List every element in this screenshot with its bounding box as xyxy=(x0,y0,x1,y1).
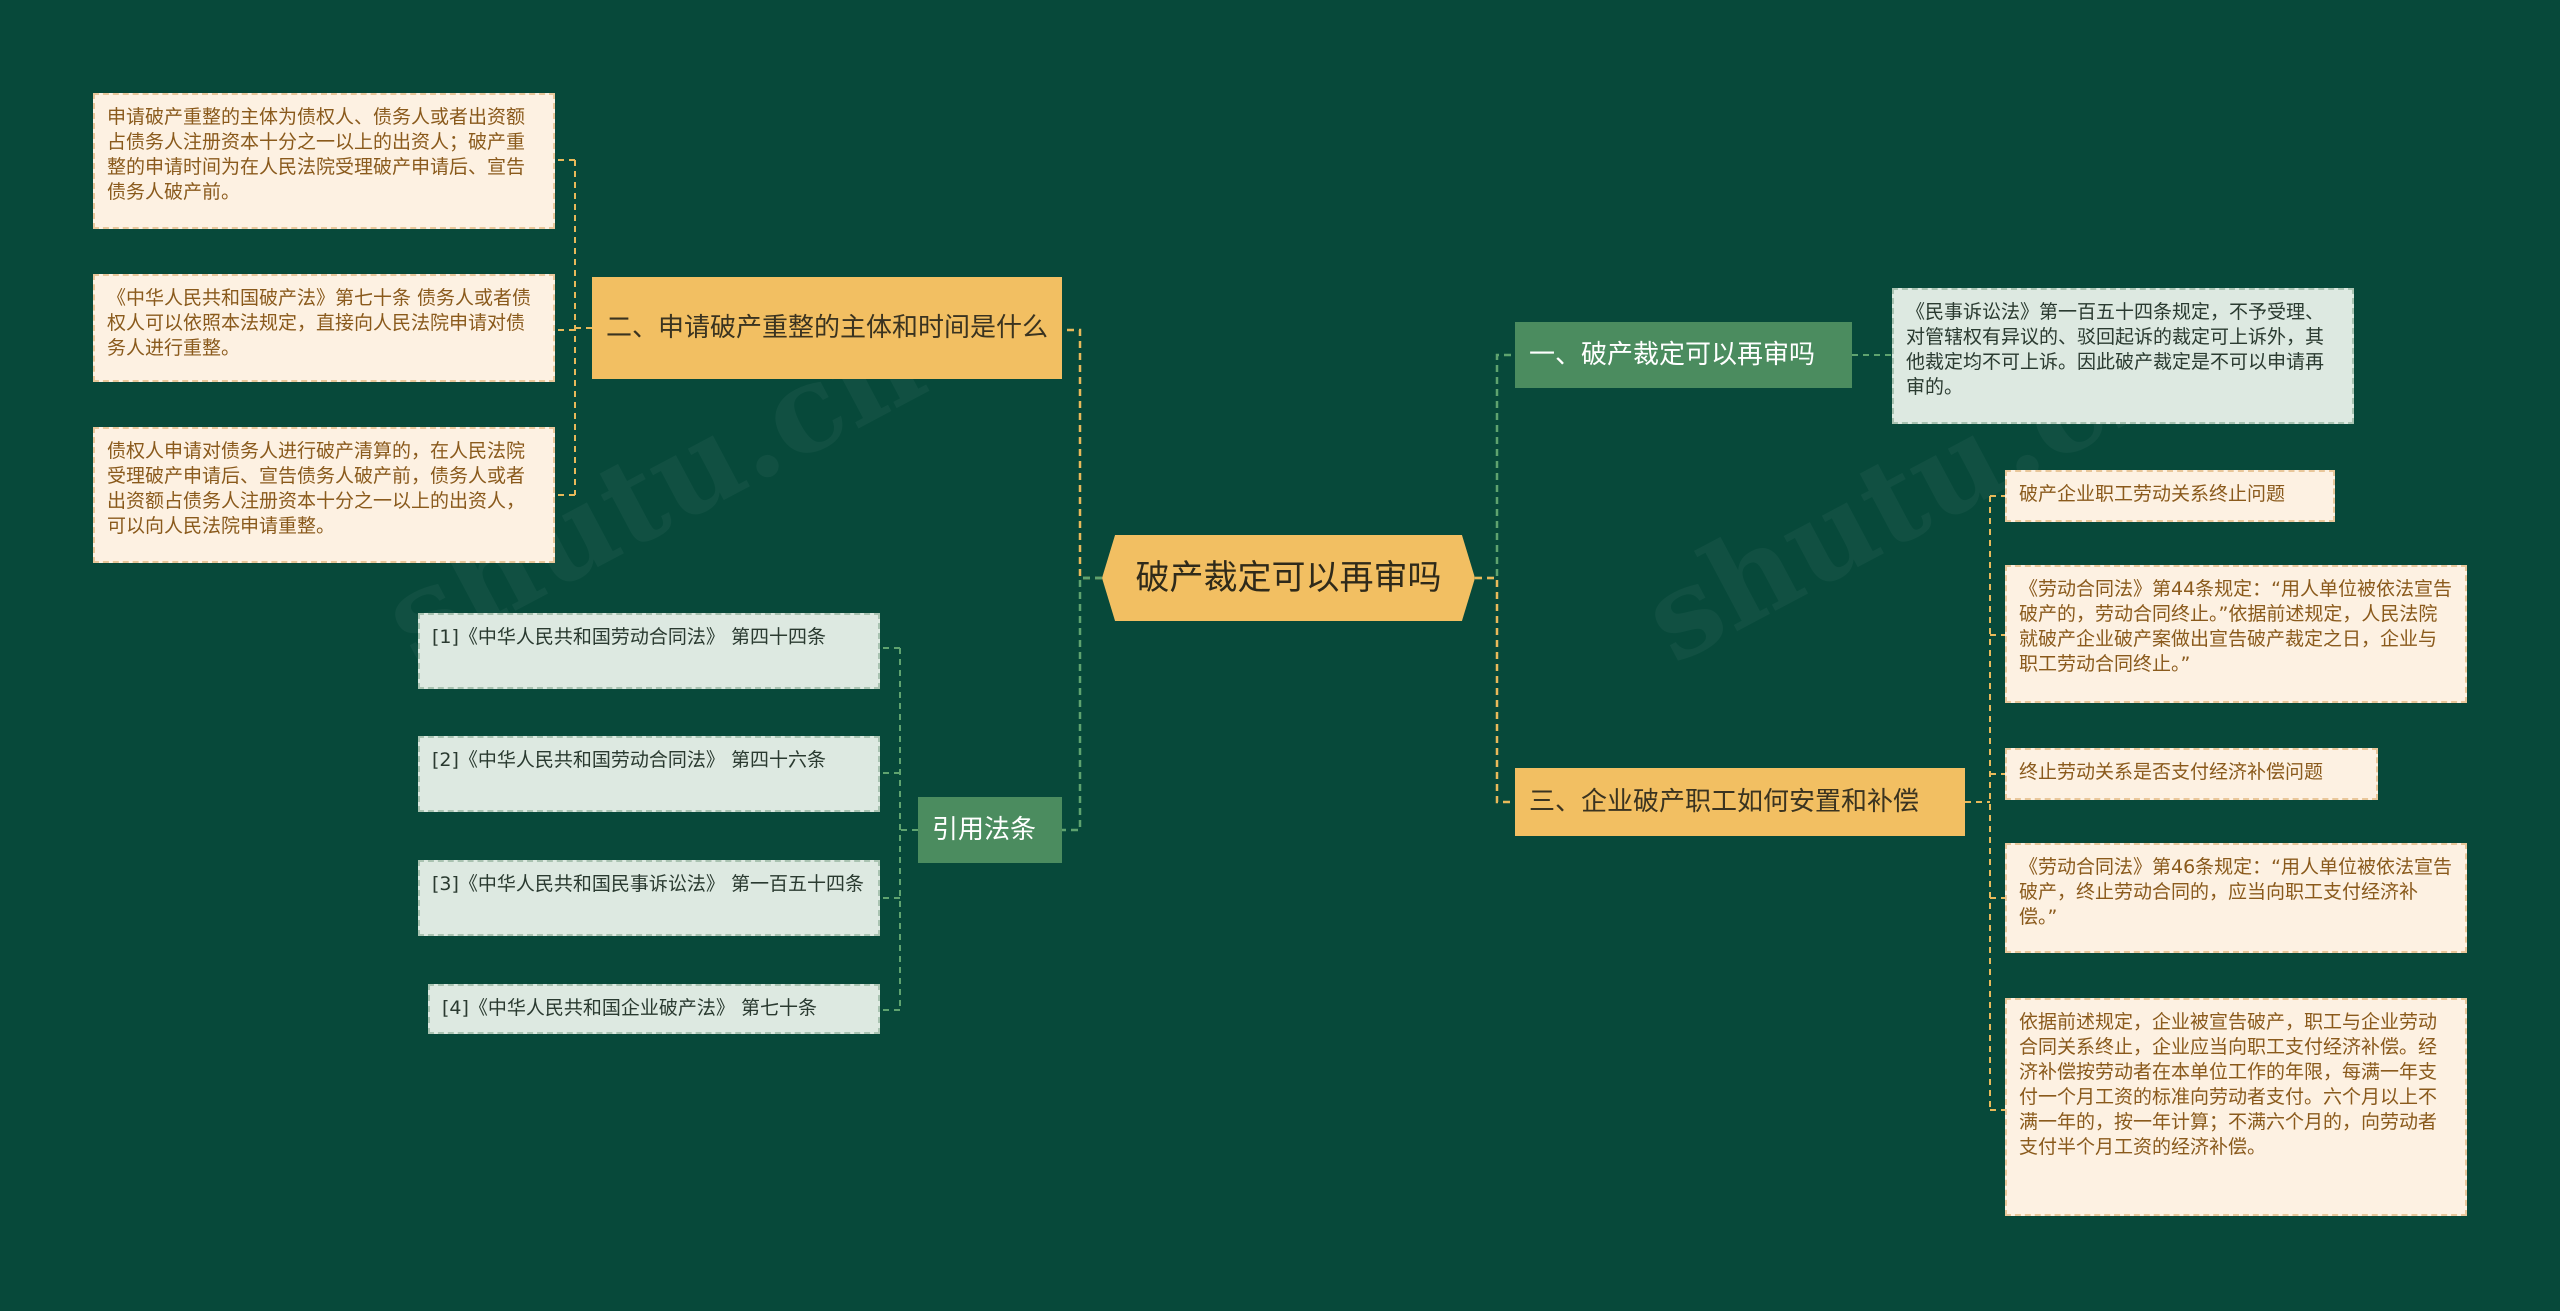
leaf-text: 《民事诉讼法》第一百五十四条规定，不予受理、对管辖权有异议的、驳回起诉的裁定可上… xyxy=(1906,301,2325,399)
link-root-left-branch1 xyxy=(1062,328,1102,580)
leaf-text: 《中华人民共和国破产法》第七十条 债务人或者债权人可以依照本法规定，直接向人民法… xyxy=(107,287,532,360)
leaf-text: 《劳动合同法》第44条规定：“用人单位被依法宣告破产的，劳动合同终止。”依据前述… xyxy=(2019,578,2453,676)
leaf-text: [1]《中华人民共和国劳动合同法》 第四十四条 xyxy=(432,626,826,648)
leaf-text: 破产企业职工劳动关系终止问题 xyxy=(2019,483,2286,505)
leaf-compensation-rules[interactable]: 依据前述规定，企业被宣告破产，职工与企业劳动合同关系终止，企业应当向职工支付经济… xyxy=(2005,998,2467,1216)
branch-cited-laws[interactable]: 引用法条 xyxy=(918,797,1062,863)
link-root-left-branch2 xyxy=(1062,576,1102,832)
leaf-text: 《劳动合同法》第46条规定：“用人单位被依法宣告破产，终止劳动合同的，应当向职工… xyxy=(2019,856,2453,929)
leaf-text: 终止劳动关系是否支付经济补偿问题 xyxy=(2019,761,2324,783)
root-label: 破产裁定可以再审吗 xyxy=(1135,557,1442,598)
leaf-text: 依据前述规定，企业被宣告破产，职工与企业劳动合同关系终止，企业应当向职工支付经济… xyxy=(2019,1011,2438,1159)
leaf-labor-contract-article-46[interactable]: 《劳动合同法》第46条规定：“用人单位被依法宣告破产，终止劳动合同的，应当向职工… xyxy=(2005,843,2467,953)
root-node[interactable]: 破产裁定可以再审吗 xyxy=(1102,535,1475,621)
leaf-text: [2]《中华人民共和国劳动合同法》 第四十六条 xyxy=(432,749,826,771)
branch-label: 引用法条 xyxy=(932,814,1037,845)
link-left-branch2-leaves xyxy=(880,647,918,1011)
leaf-citation-2[interactable]: [2]《中华人民共和国劳动合同法》 第四十六条 xyxy=(418,736,880,812)
leaf-text: [3]《中华人民共和国民事诉讼法》 第一百五十四条 xyxy=(432,873,864,895)
leaf-civil-procedure-article-154[interactable]: 《民事诉讼法》第一百五十四条规定，不予受理、对管辖权有异议的、驳回起诉的裁定可上… xyxy=(1892,288,2354,424)
leaf-compensation-question[interactable]: 终止劳动关系是否支付经济补偿问题 xyxy=(2005,748,2378,800)
link-root-right-branch1 xyxy=(1475,353,1515,580)
link-root-right-branch2 xyxy=(1475,576,1515,804)
leaf-reorganization-subject[interactable]: 申请破产重整的主体为债权人、债务人或者出资额占债务人注册资本十分之一以上的出资人… xyxy=(93,93,555,229)
branch-employee-compensation[interactable]: 三、企业破产职工如何安置和补偿 xyxy=(1515,768,1965,836)
leaf-citation-3[interactable]: [3]《中华人民共和国民事诉讼法》 第一百五十四条 xyxy=(418,860,880,936)
branch-bankruptcy-reorganization[interactable]: 二、申请破产重整的主体和时间是什么 xyxy=(592,277,1062,379)
leaf-labor-relation-termination[interactable]: 破产企业职工劳动关系终止问题 xyxy=(2005,470,2335,522)
leaf-citation-4[interactable]: [4]《中华人民共和国企业破产法》 第七十条 xyxy=(428,984,880,1034)
leaf-creditor-application[interactable]: 债权人申请对债务人进行破产清算的，在人民法院受理破产申请后、宣告债务人破产前，债… xyxy=(93,427,555,563)
branch-label: 二、申请破产重整的主体和时间是什么 xyxy=(606,312,1049,343)
branch-label: 一、破产裁定可以再审吗 xyxy=(1529,339,1816,370)
leaf-bankruptcy-law-article-70[interactable]: 《中华人民共和国破产法》第七十条 债务人或者债权人可以依照本法规定，直接向人民法… xyxy=(93,274,555,382)
leaf-text: [4]《中华人民共和国企业破产法》 第七十条 xyxy=(442,997,817,1019)
branch-retrial-question[interactable]: 一、破产裁定可以再审吗 xyxy=(1515,322,1852,388)
branch-label: 三、企业破产职工如何安置和补偿 xyxy=(1529,786,1920,817)
leaf-citation-1[interactable]: [1]《中华人民共和国劳动合同法》 第四十四条 xyxy=(418,613,880,689)
link-right-branch2-leaves xyxy=(1965,495,2005,1111)
leaf-labor-contract-article-44[interactable]: 《劳动合同法》第44条规定：“用人单位被依法宣告破产的，劳动合同终止。”依据前述… xyxy=(2005,565,2467,703)
leaf-text: 债权人申请对债务人进行破产清算的，在人民法院受理破产申请后、宣告债务人破产前，债… xyxy=(107,440,526,538)
leaf-text: 申请破产重整的主体为债权人、债务人或者出资额占债务人注册资本十分之一以上的出资人… xyxy=(107,106,526,204)
